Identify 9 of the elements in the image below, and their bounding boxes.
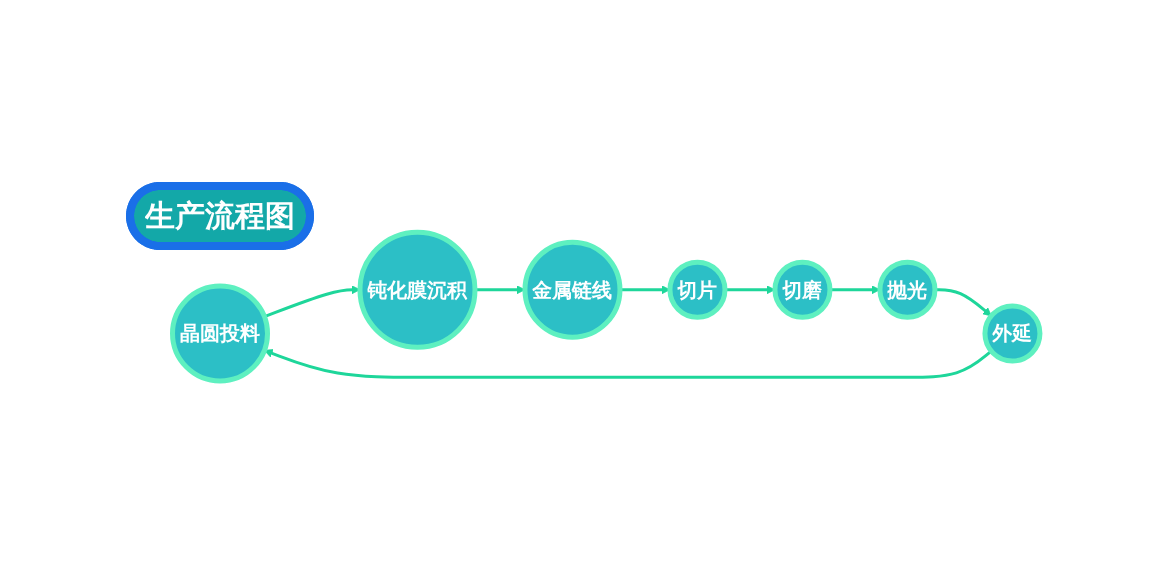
node-circle: 钝化膜沉积 xyxy=(357,229,478,350)
arrow xyxy=(264,348,993,379)
node-circle: 切磨 xyxy=(772,259,833,320)
node-circle: 外延 xyxy=(982,303,1043,363)
node-circle: 晶圆投料 xyxy=(170,283,270,383)
node-circle: 抛光 xyxy=(877,259,938,320)
node-circle: 金属链线 xyxy=(522,239,623,340)
node-circle: 切片 xyxy=(667,259,728,320)
arrow xyxy=(620,284,671,294)
